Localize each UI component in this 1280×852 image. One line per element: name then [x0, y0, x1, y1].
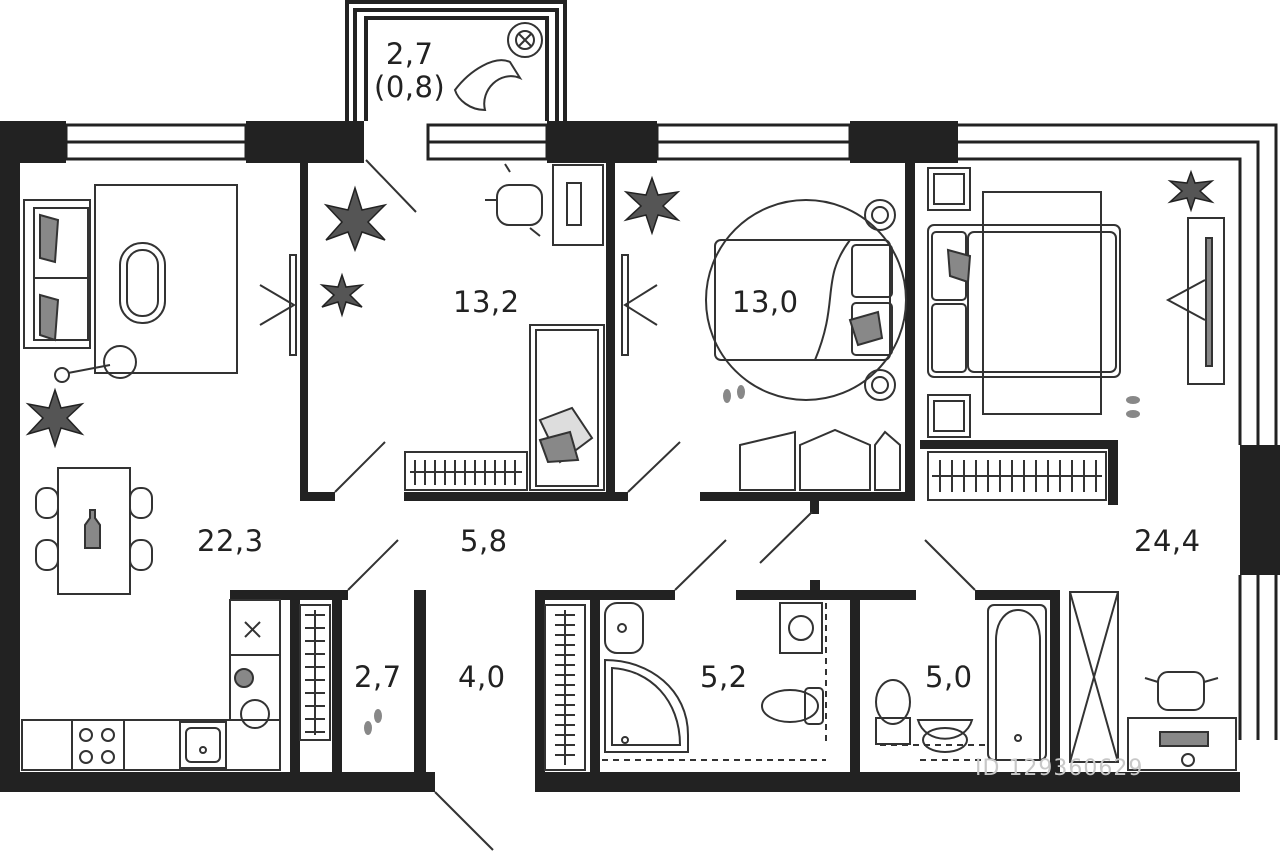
walls: [0, 121, 1280, 792]
furniture-master-bedroom: [927, 167, 1237, 771]
furniture-bedroom-middle: [705, 199, 907, 491]
wardrobe-area: 2,7: [354, 660, 402, 694]
balcony-area-label: 2,7 (0,8): [374, 37, 446, 105]
bathroom-2-area: 5,0: [925, 660, 973, 694]
balcony-furniture: [453, 22, 543, 112]
bedroom-middle-area: 13,0: [732, 285, 799, 319]
master-bedroom-area: 24,4: [1134, 524, 1201, 558]
door-swings: [259, 159, 1206, 851]
footprints-icon: [364, 385, 1140, 735]
furniture-bathrooms: [299, 602, 1047, 771]
bedroom-small-area: 13,2: [453, 285, 520, 319]
windows: [64, 123, 1278, 740]
bathroom-1-area: 5,2: [700, 660, 748, 694]
hallway-area: 4,0: [458, 660, 506, 694]
room-outlines: [289, 254, 629, 356]
balcony-area: 2,7: [385, 37, 434, 71]
furniture-bedroom-small: [404, 163, 605, 491]
watermark: ID 129360629: [975, 756, 1144, 781]
balcony-area-reduced: (0,8): [374, 70, 446, 105]
furniture-living: [21, 184, 281, 771]
corridor-area: 5,8: [460, 524, 508, 558]
balcony: [345, 0, 567, 121]
plant-icon: [25, 169, 1215, 449]
living-kitchen-area: 22,3: [197, 524, 264, 558]
